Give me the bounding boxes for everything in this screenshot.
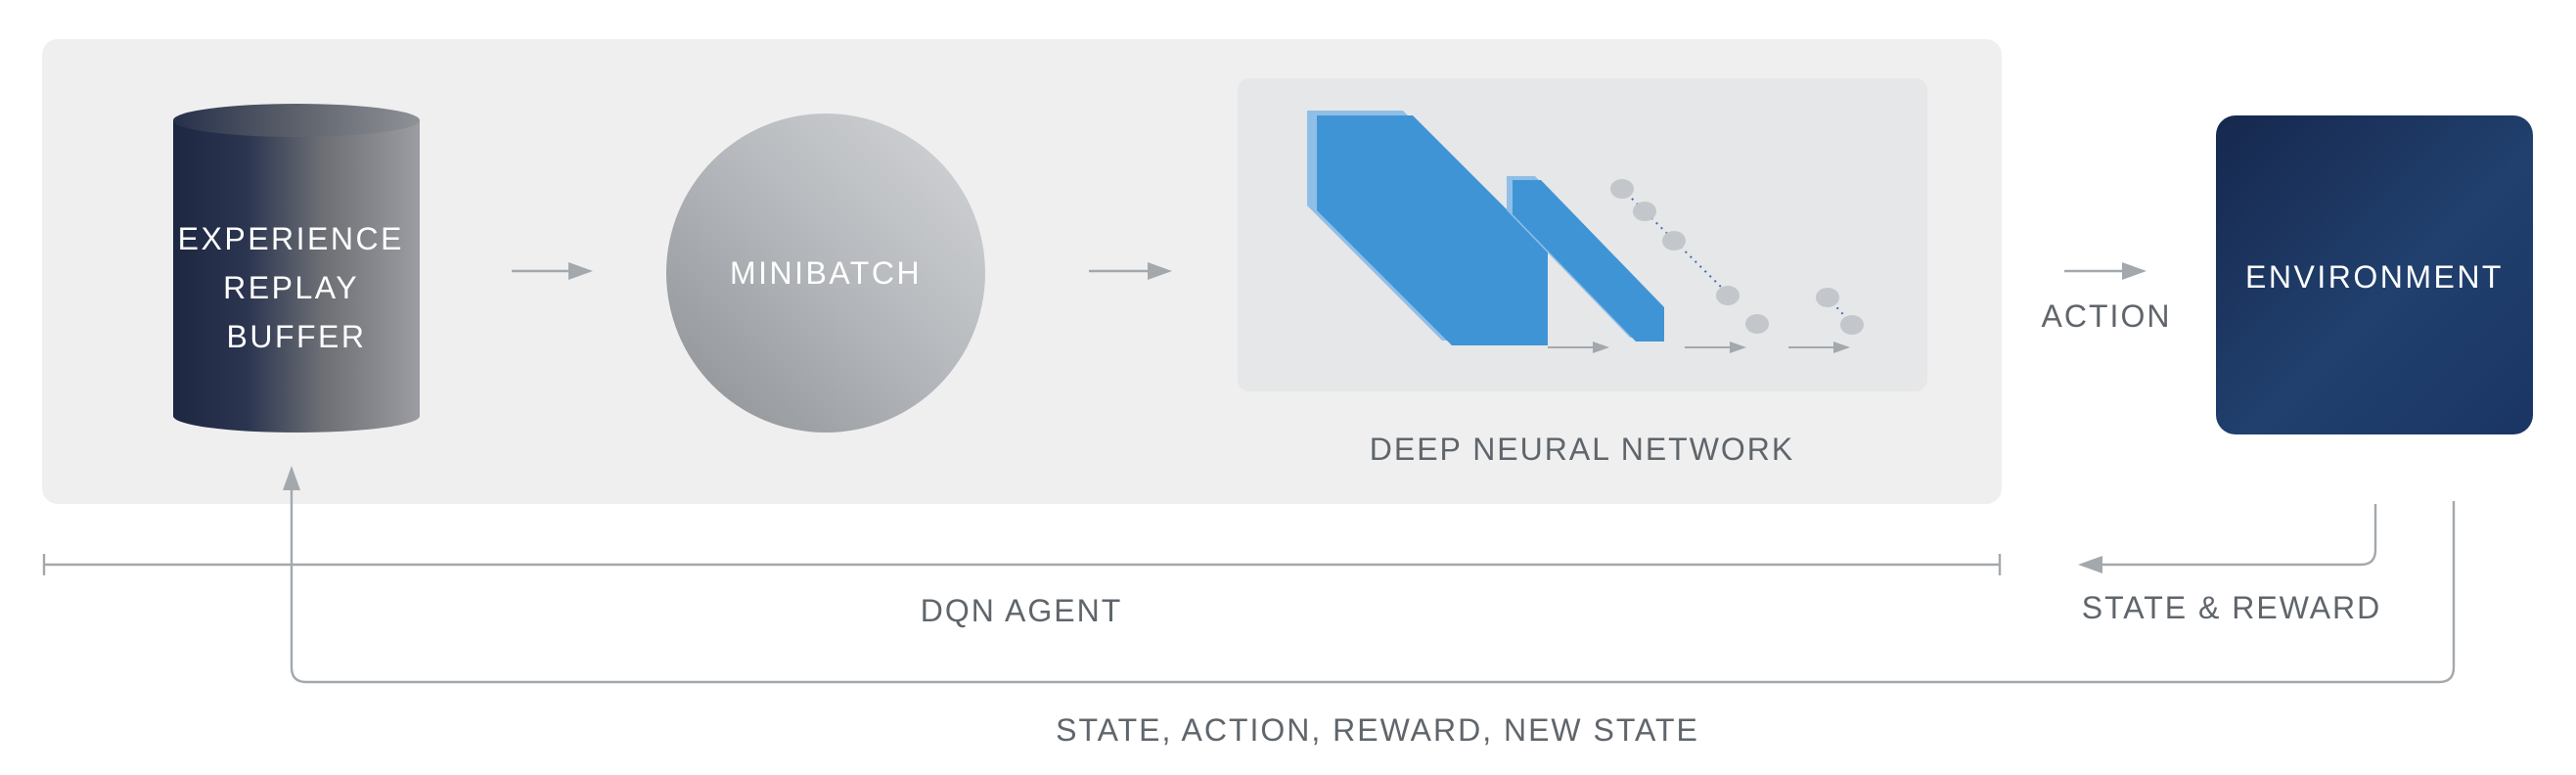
dqn-agent-span: DQN AGENT	[42, 554, 2002, 628]
svg-text:EXPERIENCE REPLAY: EXPERIENCE REPLAY BUFFER	[178, 221, 416, 354]
cylinder-top	[173, 104, 420, 137]
state-reward-label: STATE & REWARD	[2082, 590, 2382, 625]
transition-edge: STATE, ACTION, REWARD, NEW STATE	[283, 466, 2456, 748]
sphere-icon	[666, 114, 985, 433]
dnn-label: DEEP NEURAL NETWORK	[1370, 432, 1795, 467]
state-reward-edge: STATE & REWARD	[2078, 504, 2382, 625]
transition-label: STATE, ACTION, REWARD, NEW STATE	[1056, 712, 1699, 748]
minibatch-to-dnn-arrow	[1089, 262, 1172, 280]
action-label: ACTION	[2042, 298, 2172, 334]
replay-buffer-node: EXPERIENCE REPLAY BUFFER	[173, 104, 420, 433]
dqn-agent-label: DQN AGENT	[921, 593, 1122, 628]
environment-box	[2216, 115, 2533, 434]
replay-buffer-label-line3: BUFFER	[227, 319, 367, 354]
dnn-node: DEEP NEURAL NETWORK	[1238, 78, 1927, 467]
environment-node: ENVIRONMENT	[2216, 115, 2533, 434]
cylinder-icon	[173, 120, 420, 433]
minibatch-label: MINIBATCH	[730, 255, 922, 291]
action-edge: ACTION	[2042, 262, 2172, 334]
minibatch-node: MINIBATCH	[666, 114, 985, 433]
replay-buffer-label-line2: REPLAY	[223, 270, 358, 305]
environment-label: ENVIRONMENT	[2245, 259, 2504, 295]
buffer-to-minibatch-arrow	[512, 262, 593, 280]
neural-network-icon	[1307, 111, 1864, 353]
replay-buffer-label-line1: EXPERIENCE	[178, 221, 404, 256]
